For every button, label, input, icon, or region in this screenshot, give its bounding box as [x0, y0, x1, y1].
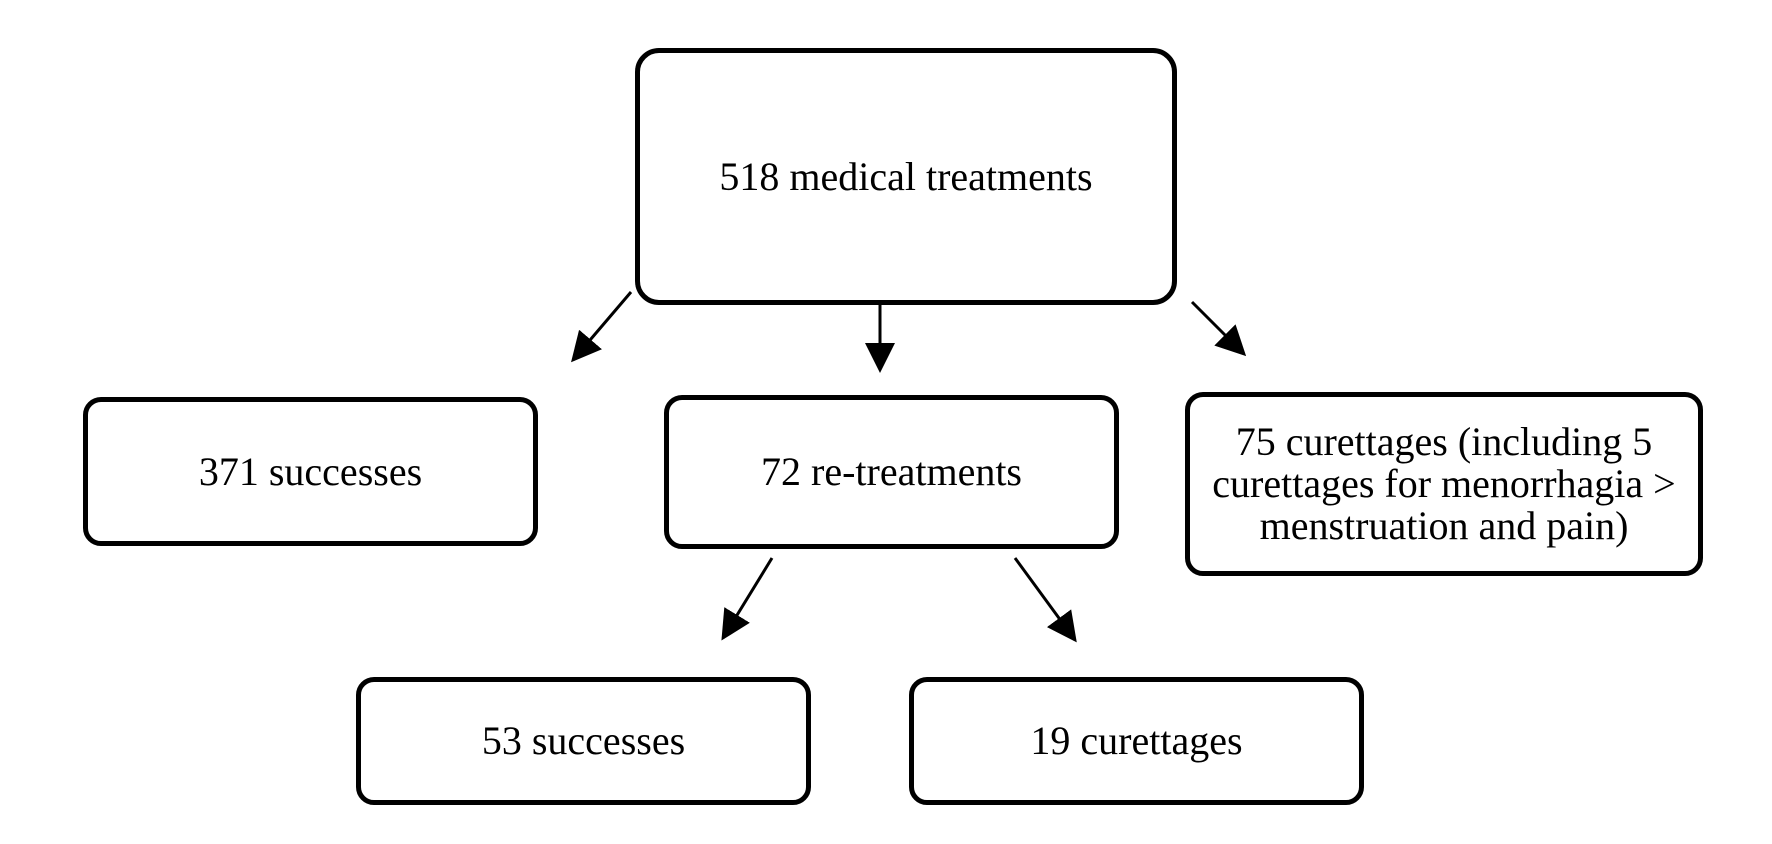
- node-re-treatments: 72 re-treatments: [664, 395, 1119, 549]
- node-retreatment-successes-label: 53 successes: [481, 718, 686, 763]
- node-medical-treatments: 518 medical treatments: [635, 48, 1177, 305]
- node-curettages-label: 75 curettages (including 5 curettages fo…: [1212, 419, 1676, 548]
- arrow-retreatments-to-successes: [721, 557, 774, 641]
- node-retreatment-curettages-label: 19 curettages: [1030, 718, 1243, 763]
- arrow-root-to-curettages: [1190, 300, 1247, 357]
- node-re-treatments-label: 72 re-treatments: [761, 449, 1022, 494]
- node-successes: 371 successes: [83, 397, 538, 546]
- node-medical-treatments-label: 518 medical treatments: [719, 153, 1093, 199]
- node-curettages: 75 curettages (including 5 curettages fo…: [1185, 392, 1703, 576]
- node-retreatment-successes: 53 successes: [356, 677, 811, 805]
- arrow-retreatments-to-curettages: [1013, 557, 1077, 643]
- node-successes-label: 371 successes: [198, 448, 423, 494]
- node-retreatment-curettages: 19 curettages: [909, 677, 1364, 805]
- arrow-root-to-successes: [571, 291, 633, 363]
